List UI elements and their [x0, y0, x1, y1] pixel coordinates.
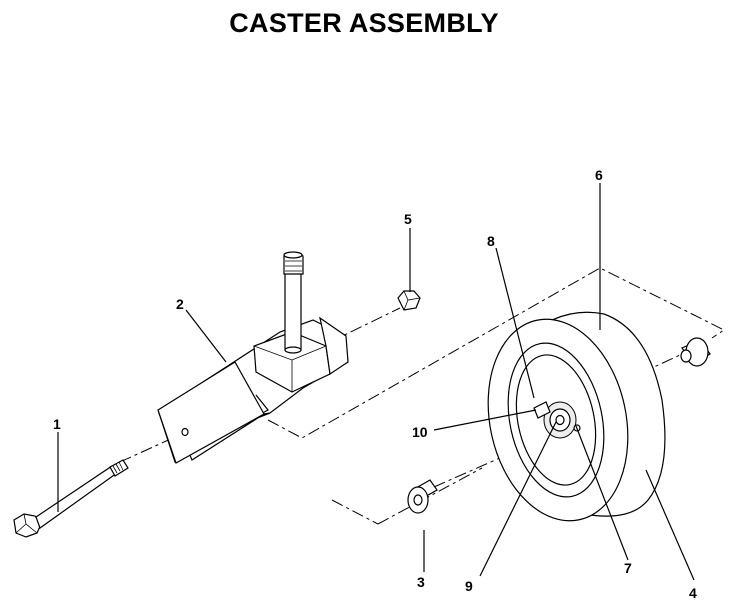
- bushing-right-part: [680, 337, 711, 367]
- callout-10: 10: [412, 424, 428, 440]
- wheel-part: [487, 311, 666, 522]
- fork-part: [157, 251, 349, 464]
- callout-5: 5: [404, 211, 412, 227]
- callout-1: 1: [53, 416, 61, 432]
- bolt-part: [13, 459, 129, 538]
- callout-7: 7: [624, 560, 632, 576]
- callout-2: 2: [176, 296, 184, 312]
- leader-lines: [57, 183, 695, 581]
- page-title: CASTER ASSEMBLY: [229, 8, 499, 38]
- callout-9: 9: [465, 578, 473, 594]
- callout-4: 4: [689, 585, 697, 601]
- callout-6: 6: [595, 167, 603, 183]
- nut-part: [397, 290, 421, 311]
- callout-8: 8: [487, 233, 495, 249]
- callout-3: 3: [417, 574, 425, 590]
- bushing-left-part: [407, 479, 438, 514]
